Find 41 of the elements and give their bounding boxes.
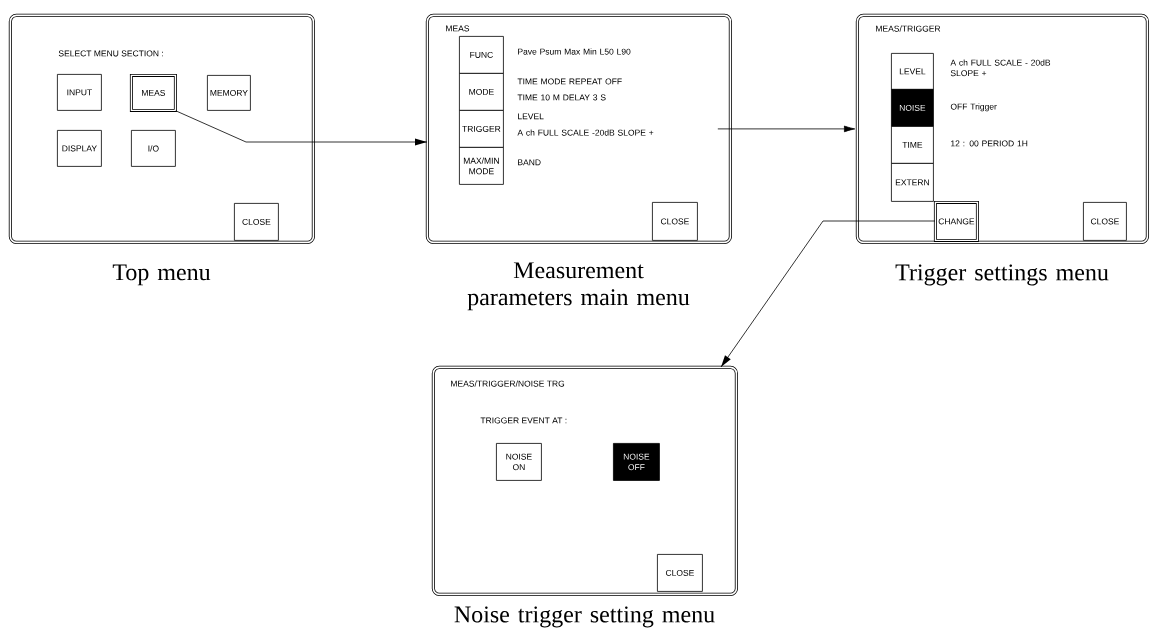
menu-button: TIME bbox=[891, 126, 934, 164]
node-label: Top menu bbox=[112, 264, 211, 286]
menu-button: CLOSE bbox=[657, 554, 703, 592]
menu-button: MEAS bbox=[129, 73, 177, 112]
menu-button: CHANGE bbox=[933, 200, 979, 242]
arrow bbox=[720, 220, 936, 368]
screen-heading: MEAS/TRIGGER bbox=[876, 25, 941, 32]
menu-button: DISPLAY bbox=[57, 130, 102, 167]
node-label: Trigger settings menu bbox=[895, 264, 1109, 286]
setting-value: OFF Trigger bbox=[950, 103, 997, 112]
menu-button: CLOSE bbox=[1083, 202, 1127, 241]
screen-heading: MEAS bbox=[446, 25, 470, 32]
screen-heading: SELECT MENU SECTION : bbox=[58, 50, 163, 57]
setting-value: TIME MODE REPEAT OFF bbox=[517, 78, 622, 85]
menu-button: NOISE bbox=[891, 89, 934, 127]
setting-value: BAND bbox=[518, 159, 541, 166]
menu-button: MODE bbox=[459, 73, 504, 111]
arrow bbox=[717, 125, 856, 133]
node-label: Noise trigger setting menu bbox=[454, 606, 715, 628]
menu-button: EXTERN bbox=[891, 163, 934, 202]
menu-button: CLOSE bbox=[652, 202, 698, 241]
menu-button: TRIGGER bbox=[459, 110, 504, 148]
setting-value: A ch FULL SCALE -20dB SLOPE + bbox=[517, 129, 654, 136]
setting-value: Pave Psum Max Min L50 L90 bbox=[518, 48, 631, 55]
menu-button: FUNC bbox=[459, 36, 504, 74]
menu-button: MEMORY bbox=[207, 75, 251, 111]
setting-value: TIME 10 M DELAY 3 S bbox=[517, 94, 606, 101]
screen-heading: TRIGGER EVENT AT : bbox=[480, 417, 567, 424]
menu-button: I/O bbox=[131, 130, 176, 167]
menu-button: INPUT bbox=[57, 74, 102, 111]
setting-value: A ch FULL SCALE - 20dB SLOPE + bbox=[950, 59, 1051, 77]
menu-button: NOISE ON bbox=[496, 443, 542, 481]
menu-button: NOISE OFF bbox=[613, 443, 660, 481]
node-label: Measurement parameters main menu bbox=[467, 262, 690, 311]
screen-heading: MEAS/TRIGGER/NOISE TRG bbox=[451, 380, 565, 387]
setting-value: LEVEL bbox=[518, 113, 544, 120]
menu-button: MAX/MIN MODE bbox=[459, 147, 504, 185]
menu-button: CLOSE bbox=[234, 203, 279, 241]
arrow bbox=[175, 110, 428, 146]
menu-button: LEVEL bbox=[891, 53, 934, 90]
setting-value: 12 : 00 PERIOD 1H bbox=[951, 140, 1028, 147]
